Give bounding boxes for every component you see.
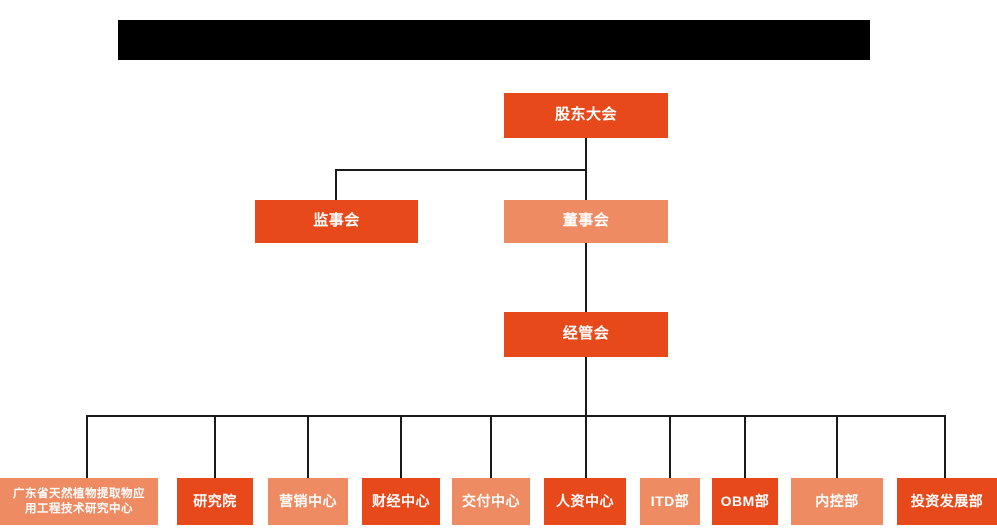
node-institute[interactable]: 研究院 [177, 478, 253, 525]
node-obm-department[interactable]: OBM部 [712, 478, 778, 525]
connector-to-research-center [86, 415, 88, 478]
connector-shareholders-down [585, 138, 587, 170]
node-itd-department[interactable]: ITD部 [640, 478, 700, 525]
connector-department-bus [86, 415, 945, 417]
node-research-center-label-line2: 用工程技术研究中心 [25, 502, 133, 515]
connector-tier2-bus [336, 169, 587, 171]
node-marketing-center[interactable]: 营销中心 [268, 478, 348, 525]
connector-to-directors [585, 169, 587, 201]
node-finance-center[interactable]: 财经中心 [362, 478, 440, 525]
connector-to-obm [744, 415, 746, 478]
connector-to-supervisors [335, 169, 337, 201]
node-management-committee[interactable]: 经管会 [504, 312, 668, 357]
node-delivery-center[interactable]: 交付中心 [452, 478, 530, 525]
connector-to-delivery [490, 415, 492, 478]
connector-management-down [585, 357, 587, 416]
node-investment-development-department[interactable]: 投资发展部 [897, 478, 997, 525]
node-research-center-label-line1: 广东省天然植物提取物应 [13, 488, 145, 501]
connector-to-institute [214, 415, 216, 478]
connector-to-marketing [307, 415, 309, 478]
connector-to-investment [944, 415, 946, 478]
node-board-of-directors[interactable]: 董事会 [504, 200, 668, 243]
node-research-center[interactable]: 广东省天然植物提取物应 用工程技术研究中心 [0, 478, 158, 525]
connector-to-hr [585, 415, 587, 478]
connector-to-finance [400, 415, 402, 478]
connector-to-itd [669, 415, 671, 478]
connector-directors-to-management [585, 243, 587, 312]
node-research-center-label: 广东省天然植物提取物应 用工程技术研究中心 [13, 487, 145, 516]
redacted-title-bar [118, 20, 870, 60]
node-board-of-supervisors[interactable]: 监事会 [255, 200, 418, 243]
connector-to-internal-control [836, 415, 838, 478]
node-shareholders-meeting[interactable]: 股东大会 [504, 93, 668, 138]
node-internal-control-department[interactable]: 内控部 [791, 478, 883, 525]
node-hr-center[interactable]: 人资中心 [544, 478, 626, 525]
